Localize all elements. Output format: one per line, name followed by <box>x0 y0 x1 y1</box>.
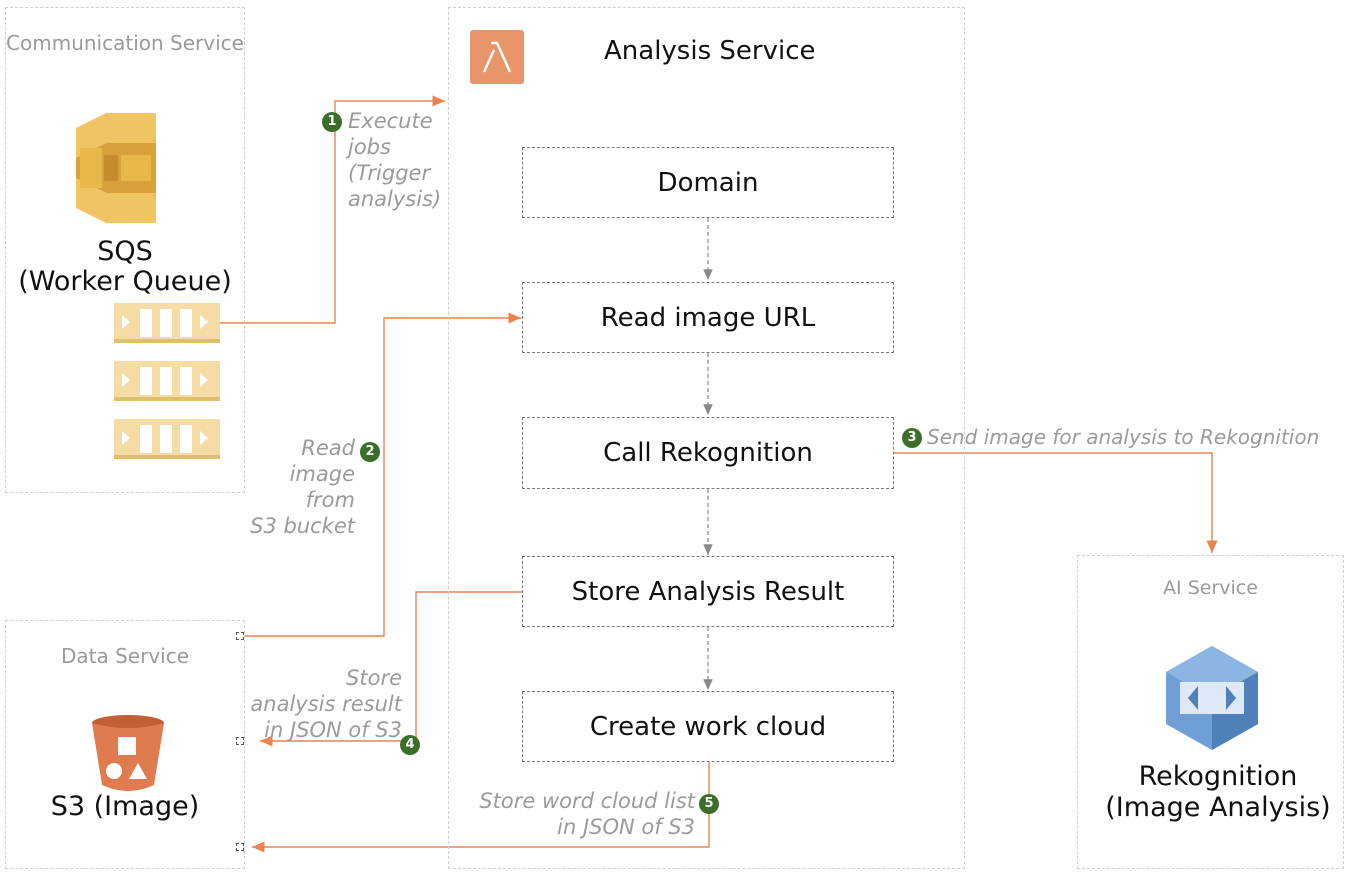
flow-4-arrow <box>260 591 522 747</box>
queue-message-icon <box>114 303 220 343</box>
flow-3-badge: 3 <box>902 428 922 448</box>
communication-service-title: Communication Service <box>6 31 244 55</box>
sqs-icon <box>76 113 156 223</box>
queue-message-icon <box>114 419 220 459</box>
ai-service-title: AI Service <box>1163 577 1258 599</box>
flow-5-label: Store word cloud list in JSON of S3 <box>479 789 695 839</box>
step-create-work-cloud: Create work cloud <box>522 691 894 762</box>
flow-4-label: Store analysis result in JSON of S3 <box>250 666 402 742</box>
flow-4-badge: 4 <box>400 735 420 755</box>
sqs-name: SQS <box>97 236 153 267</box>
rekognition-name: Rekognition <box>1138 761 1298 792</box>
flow-3-arrow <box>893 452 1218 553</box>
data-port <box>236 737 244 745</box>
step-read-image-url: Read image URL <box>522 282 894 353</box>
flow-2-badge: 2 <box>360 442 380 462</box>
flow-5-badge: 5 <box>699 794 719 814</box>
step-store-analysis-result: Store Analysis Result <box>522 556 894 627</box>
data-port <box>236 632 244 640</box>
communication-service-group: Communication Service SQS (Worker Queue) <box>5 7 245 493</box>
lambda-icon <box>470 30 524 84</box>
data-service-title: Data Service <box>60 644 190 668</box>
flow-3-label: Send image for analysis to Rekognition <box>927 425 1320 449</box>
sqs-subtitle: (Worker Queue) <box>18 266 232 297</box>
s3-bucket-icon <box>92 715 164 791</box>
analysis-service-group: Analysis Service <box>448 7 965 869</box>
ai-service-group: AI Service Rekognition (Image Analysis) <box>1077 555 1344 869</box>
rekognition-subtitle: (Image Analysis) <box>1105 792 1331 823</box>
step-domain: Domain <box>522 147 894 218</box>
flow-1-label: Execute jobs (Trigger analysis) <box>348 109 442 211</box>
rekognition-icon <box>1166 646 1258 750</box>
flow-1-badge: 1 <box>322 112 342 132</box>
flow-5-arrow <box>252 762 710 853</box>
queue-message-icon <box>114 361 220 401</box>
s3-name: S3 (Image) <box>50 791 200 822</box>
step-call-rekognition: Call Rekognition <box>522 417 894 489</box>
data-port <box>236 843 244 851</box>
data-service-group: Data Service S3 (Image) <box>5 620 245 869</box>
flow-2-arrow <box>244 312 521 637</box>
flow-2-label: Read image from S3 bucket <box>250 436 355 538</box>
analysis-service-title: Analysis Service <box>604 36 816 66</box>
flow-1-arrow <box>220 95 445 324</box>
